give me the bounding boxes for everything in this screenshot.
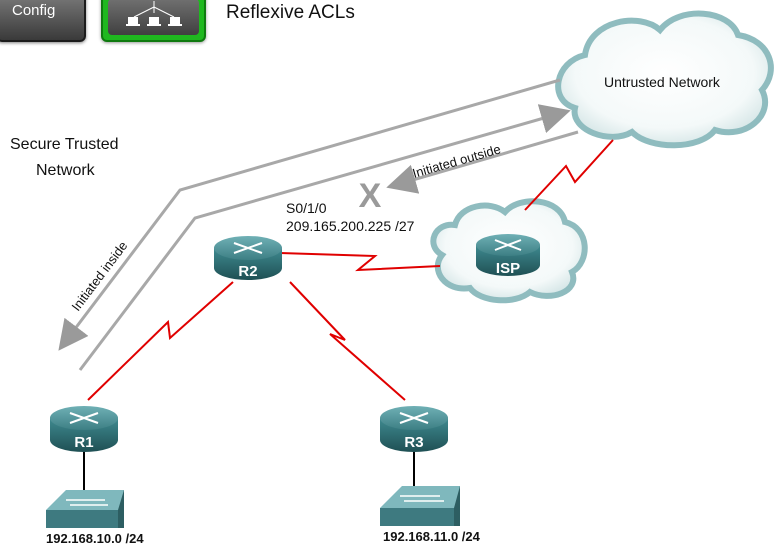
r3-label: R3 [404, 434, 423, 451]
topology-button[interactable] [101, 0, 206, 42]
page-title: Reflexive ACLs [226, 2, 355, 23]
lan2-subnet-label: 192.168.11.0 /24 [383, 529, 480, 544]
interface-ip-label: 209.165.200.225 /27 [286, 218, 415, 234]
switch-lan2 [380, 486, 460, 526]
r2-label: R2 [238, 263, 257, 280]
config-button-label: Config [12, 2, 56, 19]
untrusted-network-label: Untrusted Network [604, 74, 720, 90]
isp-label: ISP [496, 260, 520, 277]
secure-trusted-label-line2: Network [36, 162, 95, 179]
initiated-inside-path [58, 78, 561, 351]
router-isp[interactable] [476, 234, 540, 276]
topology-icon [108, 0, 199, 35]
blocked-mark: X [359, 177, 382, 215]
initiated-inside-label: Initiated inside [68, 238, 130, 313]
config-button[interactable]: Config [0, 0, 86, 42]
lan1-subnet-label: 192.168.10.0 /24 [46, 531, 144, 546]
router-r2[interactable] [214, 236, 282, 280]
r1-label: R1 [74, 434, 93, 451]
initiated-outside-path [386, 130, 579, 194]
initiated-outside-label: Initiated outside [411, 141, 503, 181]
secure-trusted-label-line1: Secure Trusted [10, 136, 119, 153]
serial-links [87, 139, 614, 401]
untrusted-network-cloud [555, 10, 774, 149]
interface-label: S0/1/0 [286, 200, 327, 216]
router-r1[interactable] [50, 406, 118, 452]
return-traffic-path [78, 104, 571, 371]
switch-lan1 [46, 490, 124, 528]
router-r3[interactable] [380, 406, 448, 452]
